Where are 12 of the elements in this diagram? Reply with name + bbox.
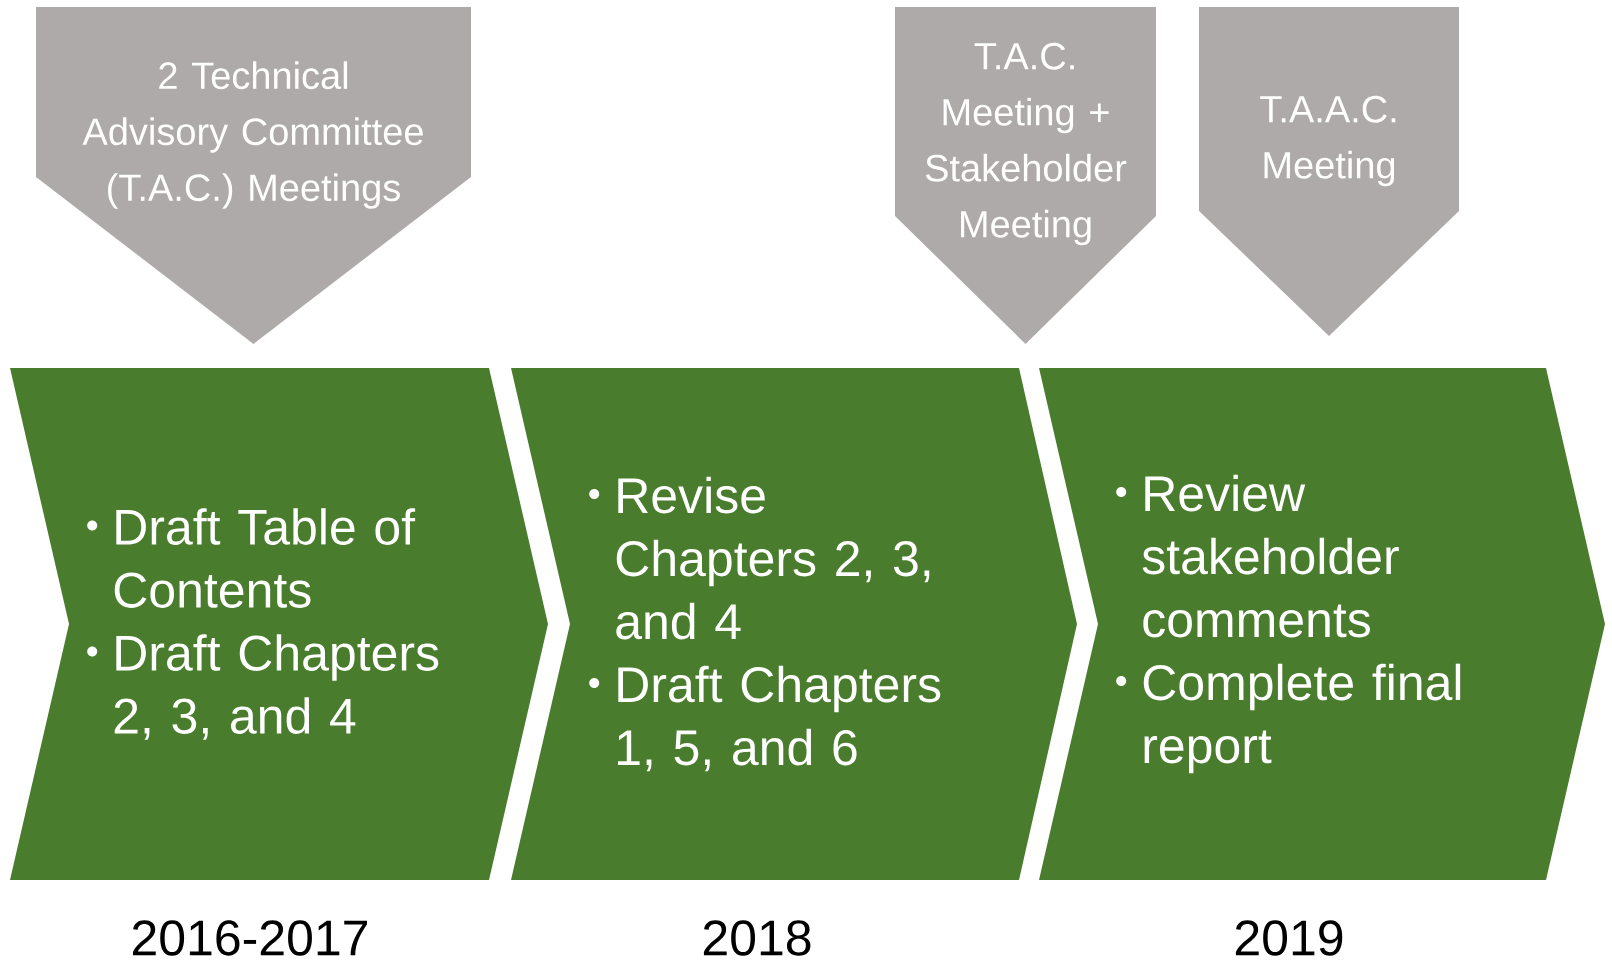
- chevron-step: Revise Chapters 2, 3, and 4 Draft Chapters 1, 5, and 6: [511, 368, 1077, 880]
- year-label: 2019: [1235, 920, 1343, 956]
- year-label: 2016-2017: [132, 920, 367, 956]
- chevron-step: Draft Table of Contents Draft Chapters 2, 3, and 4: [10, 368, 548, 880]
- node-label: Review stakeholder comments: [1142, 474, 1399, 638]
- year-label: 2018: [703, 920, 811, 956]
- node-label: Draft Chapters 1, 5, and 6: [618, 665, 941, 772]
- node-label: Draft Table of Contents: [114, 508, 416, 608]
- node-label: Draft Chapters 2, 3, and 4: [114, 634, 439, 740]
- node-label: Revise Chapters 2, 3, and 4: [616, 476, 930, 640]
- node-label: Complete final report: [1143, 663, 1461, 774]
- chevron-step: Review stakeholder comments Complete final report: [1039, 368, 1605, 880]
